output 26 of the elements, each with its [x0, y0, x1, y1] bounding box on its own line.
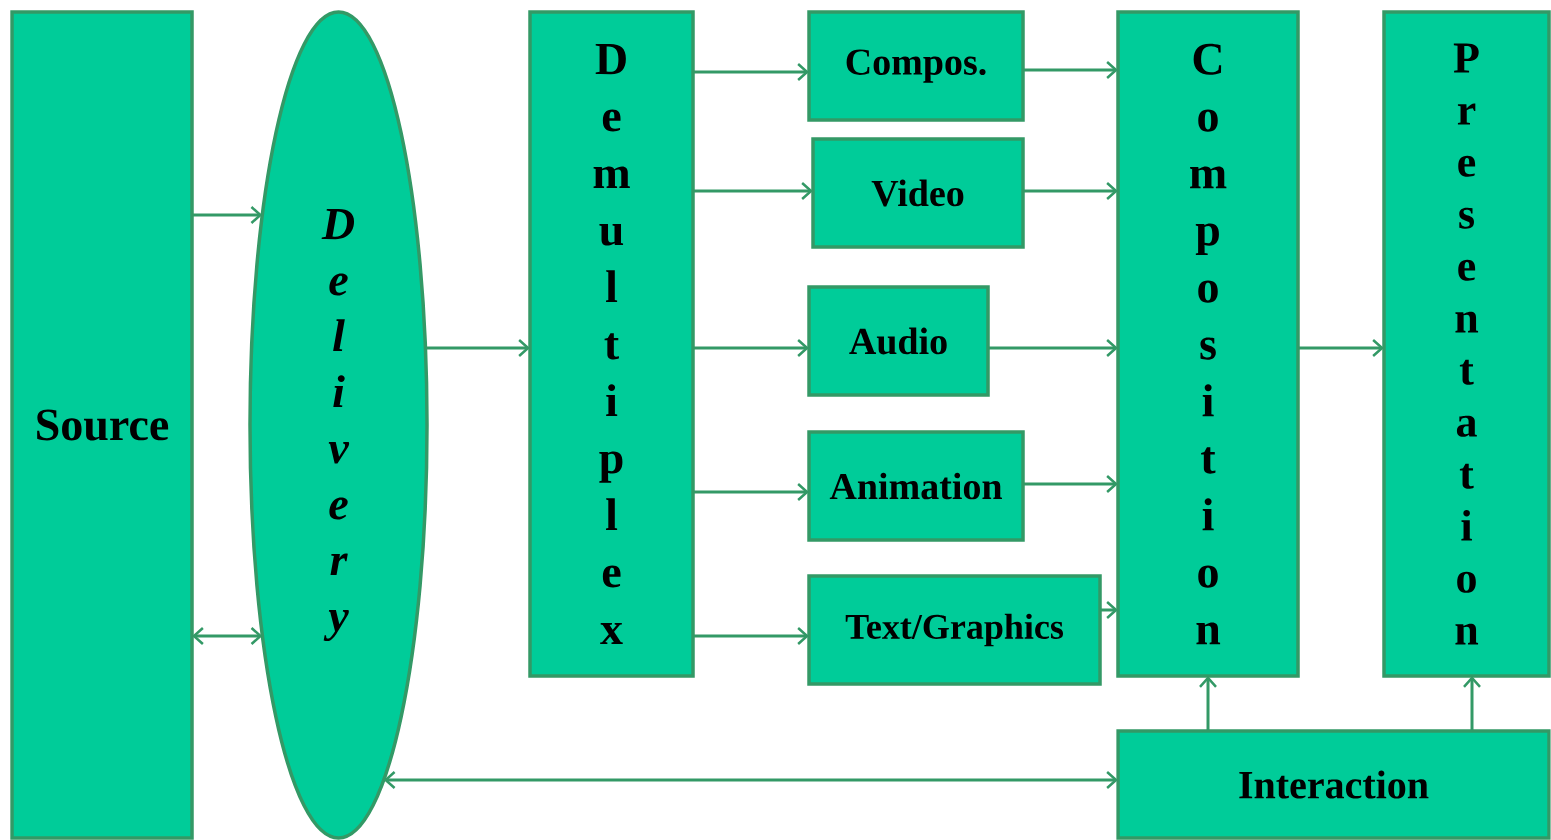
process-box: Text/Graphics — [807, 574, 1102, 686]
arrow — [383, 771, 1118, 789]
process-box: Animation — [807, 430, 1025, 542]
arrow — [988, 339, 1118, 357]
arrow — [693, 63, 809, 81]
arrow — [1298, 339, 1384, 357]
process-box: Compos. — [807, 10, 1025, 122]
arrow — [693, 339, 809, 357]
process-box: Audio — [807, 285, 990, 397]
arrow — [192, 206, 263, 224]
arrow — [693, 483, 809, 501]
arrow — [1023, 61, 1118, 79]
process-box: Presentation — [1382, 10, 1551, 678]
process-box: Interaction — [1116, 729, 1551, 840]
process-box: Source — [10, 10, 194, 840]
arrow — [693, 182, 813, 200]
arrow — [1023, 475, 1118, 493]
arrow — [1199, 676, 1217, 731]
process-box: Video — [811, 137, 1025, 249]
arrow — [192, 627, 263, 645]
process-box: Demultiplex — [528, 10, 695, 678]
arrow — [1463, 676, 1481, 731]
arrow — [425, 339, 530, 357]
arrow — [1023, 182, 1118, 200]
arrow — [693, 627, 809, 645]
process-box: Composition — [1116, 10, 1300, 678]
